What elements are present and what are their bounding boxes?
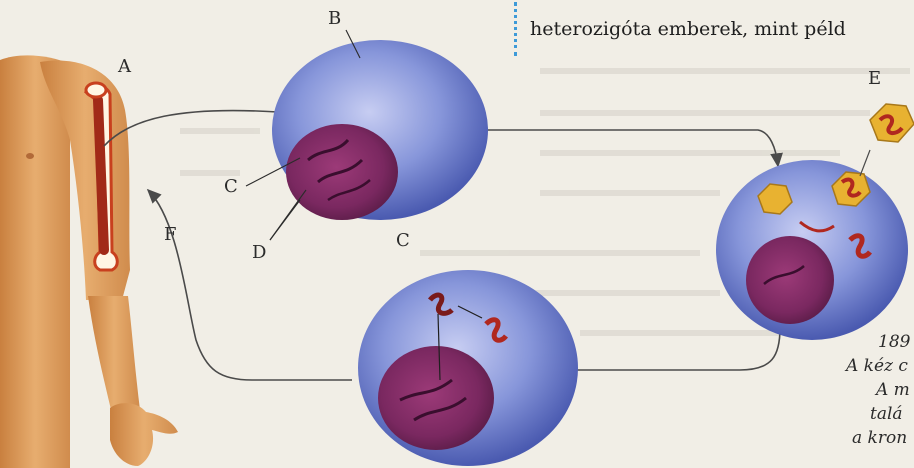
label-b: B <box>328 10 341 28</box>
label-f: F <box>164 226 177 244</box>
label-d: D <box>252 244 266 262</box>
header-text: heterozigóta emberek, mint péld <box>530 18 846 40</box>
label-e: E <box>868 70 881 88</box>
caption-line-5: a kron <box>852 428 907 448</box>
caption-line-3: A m <box>876 380 910 400</box>
caption-line-2: A kéz c <box>846 356 908 376</box>
caption-line-1: 189 <box>878 332 910 352</box>
arm-illustration <box>0 55 178 468</box>
label-c-bottom: C <box>396 232 410 250</box>
arrow-cell-b-to-cell-e <box>476 130 778 166</box>
margin-dotted-rule <box>514 2 517 56</box>
label-c-left: C <box>224 178 238 196</box>
cell-bottom <box>358 270 578 466</box>
label-a: A <box>118 58 131 76</box>
arrow-cell-bottom-to-arm <box>148 190 352 380</box>
caption-line-4: talá <box>870 404 903 424</box>
cell-e <box>716 160 908 340</box>
